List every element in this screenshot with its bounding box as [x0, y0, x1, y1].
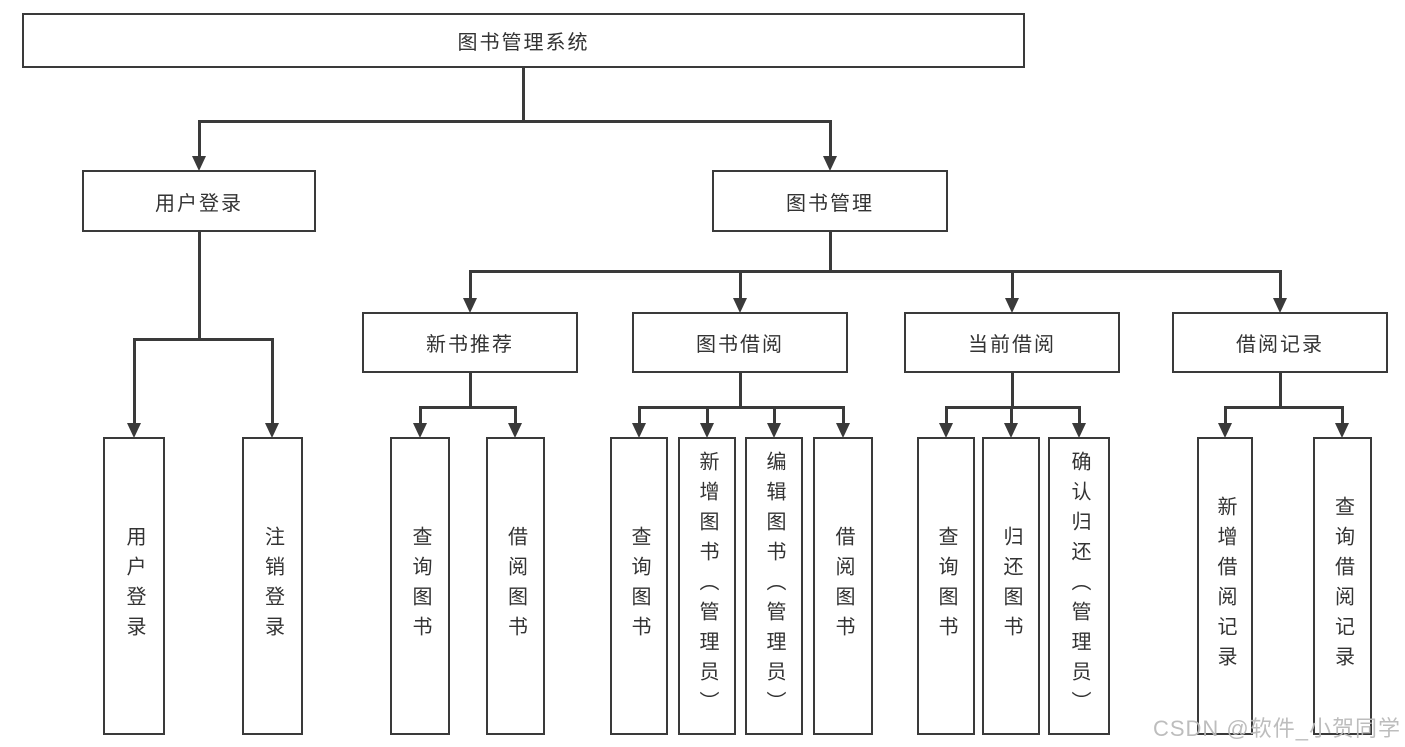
node-label: 查询图书 [628, 526, 650, 646]
leaf-edit-book-admin: 编辑图书（管理员） [745, 437, 803, 735]
node-label: 查询图书 [935, 526, 957, 646]
node-label: 借阅图书 [832, 526, 854, 646]
arrow-down-icon [1273, 298, 1287, 313]
connector-line [738, 373, 742, 406]
arrow-down-icon [733, 298, 747, 313]
leaf-return-book: 归还图书 [982, 437, 1040, 735]
node-label: 编辑图书（管理员） [763, 451, 785, 721]
watermark-text: CSDN @软件_小贺同学 [1152, 716, 1401, 741]
connector-line [197, 232, 201, 338]
node-label: 新增借阅记录 [1214, 496, 1236, 676]
arrow-down-icon [939, 423, 953, 438]
leaf-add-borrow-record: 新增借阅记录 [1197, 437, 1253, 735]
arrow-down-icon [632, 423, 646, 438]
node-label: 归还图书 [1000, 526, 1022, 646]
arrow-down-icon [767, 423, 781, 438]
arrow-down-icon [1335, 423, 1349, 438]
connector-line [197, 120, 832, 123]
leaf-borrow-books: 借阅图书 [813, 437, 873, 735]
connector-line [841, 406, 845, 423]
node-label: 注销登录 [261, 526, 284, 646]
connector-line [1278, 373, 1282, 406]
arrow-down-icon [1218, 423, 1232, 438]
node-label: 查询图书 [409, 526, 431, 646]
connector-line [828, 232, 832, 270]
arrow-down-icon [823, 156, 837, 171]
connector-line [1010, 373, 1014, 406]
node-label: 借阅记录 [1236, 334, 1324, 356]
node-label: 当前借阅 [968, 334, 1056, 356]
connector-line [705, 406, 709, 423]
connector-line [418, 406, 422, 423]
node-new-book-recommend: 新书推荐 [362, 312, 578, 373]
connector-line [132, 338, 136, 423]
leaf-query-books-current: 查询图书 [917, 437, 975, 735]
connector-line [132, 338, 274, 341]
node-label: 查询借阅记录 [1331, 496, 1354, 676]
arrow-down-icon [127, 423, 141, 438]
connector-line [521, 68, 525, 120]
arrow-down-icon [413, 423, 427, 438]
leaf-add-book-admin: 新增图书（管理员） [678, 437, 736, 735]
leaf-confirm-return-admin: 确认归还（管理员） [1048, 437, 1110, 735]
connector-line [1223, 406, 1227, 423]
node-label: 用户登录 [155, 192, 243, 215]
node-root: 图书管理系统 [22, 13, 1025, 68]
connector-line [944, 406, 948, 423]
node-book-management: 图书管理 [712, 170, 948, 232]
leaf-query-books-recommend: 查询图书 [390, 437, 450, 735]
arrow-down-icon [1004, 423, 1018, 438]
connector-line [1009, 406, 1013, 423]
arrow-down-icon [836, 423, 850, 438]
node-label: 新增图书（管理员） [696, 451, 718, 721]
node-borrow-records: 借阅记录 [1172, 312, 1388, 373]
arrow-down-icon [192, 156, 206, 171]
connector-line [418, 406, 517, 409]
node-user-login: 用户登录 [82, 170, 316, 232]
connector-line [828, 120, 832, 158]
node-label: 确认归还（管理员） [1068, 451, 1090, 721]
arrow-down-icon [265, 423, 279, 438]
leaf-logout: 注销登录 [242, 437, 303, 735]
connector-line [738, 270, 742, 298]
connector-line [513, 406, 517, 423]
node-label: 用户登录 [123, 526, 145, 646]
connector-line [1077, 406, 1081, 423]
node-label: 图书管理系统 [457, 32, 590, 54]
arrow-down-icon [463, 298, 477, 313]
node-book-borrow: 图书借阅 [632, 312, 848, 373]
leaf-user-login: 用户登录 [103, 437, 165, 735]
arrow-down-icon [1005, 298, 1019, 313]
connector-line [637, 406, 641, 423]
arrow-down-icon [1072, 423, 1086, 438]
node-current-borrow: 当前借阅 [904, 312, 1120, 373]
connector-line [270, 338, 274, 423]
connector-line [197, 120, 201, 158]
leaf-query-books-borrow: 查询图书 [610, 437, 668, 735]
connector-line [1278, 270, 1282, 298]
arrow-down-icon [508, 423, 522, 438]
connector-line [468, 270, 1282, 273]
connector-line [637, 406, 845, 409]
node-label: 借阅图书 [504, 526, 527, 646]
node-label: 图书管理 [786, 192, 874, 215]
arrow-down-icon [700, 423, 714, 438]
connector-line [1340, 406, 1344, 423]
connector-line [468, 270, 472, 298]
connector-line [468, 373, 472, 406]
connector-line [1223, 406, 1344, 409]
connector-line [772, 406, 776, 423]
leaf-borrow-books-recommend: 借阅图书 [486, 437, 545, 735]
node-label: 新书推荐 [426, 334, 514, 356]
connector-line [1010, 270, 1014, 298]
leaf-query-borrow-record: 查询借阅记录 [1313, 437, 1372, 735]
node-label: 图书借阅 [696, 334, 784, 356]
